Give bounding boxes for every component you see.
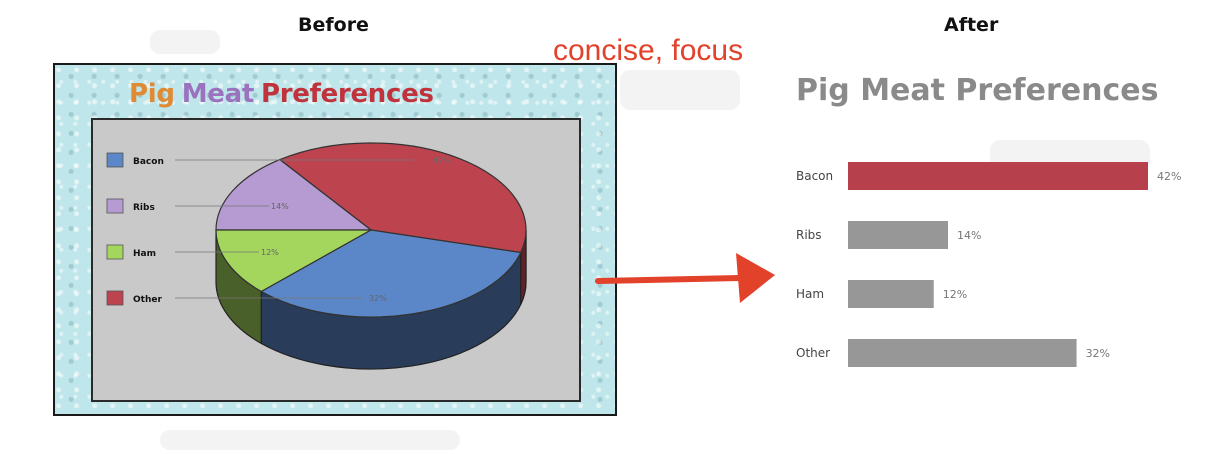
- arrow-icon: [595, 253, 775, 303]
- pie-slice-ribs: [215, 158, 373, 231]
- before-title-word: Pig: [129, 79, 175, 109]
- bar-chart: Bacon 42% Ribs 14% Ham 12% Other 32%: [796, 162, 1181, 367]
- legend-swatch-bacon: [106, 152, 124, 168]
- bar-category-label: Bacon: [796, 169, 833, 183]
- background-blur: [620, 70, 740, 110]
- legend-label-bacon: Bacon: [133, 157, 164, 167]
- annotation-text: concise, focus: [553, 34, 744, 67]
- pie-side-walls: [215, 229, 527, 370]
- background-blur: [150, 30, 220, 54]
- pie-chart: Bacon 42% Ribs 14% Ham 12% Other 32%: [106, 142, 527, 370]
- after-chart-title: Pig Meat Preferences: [796, 73, 1159, 108]
- legend-swatch-other: [106, 290, 124, 306]
- bar-ribs: [848, 221, 948, 249]
- bar-other: [848, 339, 1077, 367]
- pie-data-label: 42%: [433, 156, 451, 165]
- pie-slice-ham: [215, 229, 374, 293]
- background-blur: [160, 430, 460, 450]
- legend-label-other: Other: [133, 295, 162, 305]
- bar-value-label: 32%: [1086, 347, 1110, 360]
- bar-bacon: [848, 162, 1148, 190]
- before-chart-plot-area: Bacon 42% Ribs 14% Ham 12% Other 32%: [91, 118, 581, 402]
- pie-slice-bacon: [260, 229, 522, 318]
- legend-swatch-ribs: [106, 198, 124, 214]
- bar-category-label: Ribs: [796, 228, 822, 242]
- pie-slice-other: [278, 142, 527, 254]
- pie-data-label: 14%: [271, 202, 289, 211]
- before-title-word: Meat: [181, 79, 255, 109]
- bar-ham: [848, 280, 934, 308]
- before-heading: Before: [298, 14, 369, 36]
- legend-swatch-ham: [106, 244, 124, 260]
- bar-value-label: 12%: [943, 288, 967, 301]
- after-heading: After: [944, 14, 999, 36]
- bar-value-label: 14%: [957, 229, 981, 242]
- pie-data-label: 32%: [369, 294, 387, 303]
- pie-data-label: 12%: [261, 248, 279, 257]
- bar-category-label: Other: [796, 346, 830, 360]
- legend-label-ribs: Ribs: [133, 203, 155, 213]
- bar-category-label: Ham: [796, 287, 824, 301]
- before-title-word: Preferences: [260, 79, 434, 109]
- bar-value-label: 42%: [1157, 170, 1181, 183]
- legend-label-ham: Ham: [133, 249, 156, 259]
